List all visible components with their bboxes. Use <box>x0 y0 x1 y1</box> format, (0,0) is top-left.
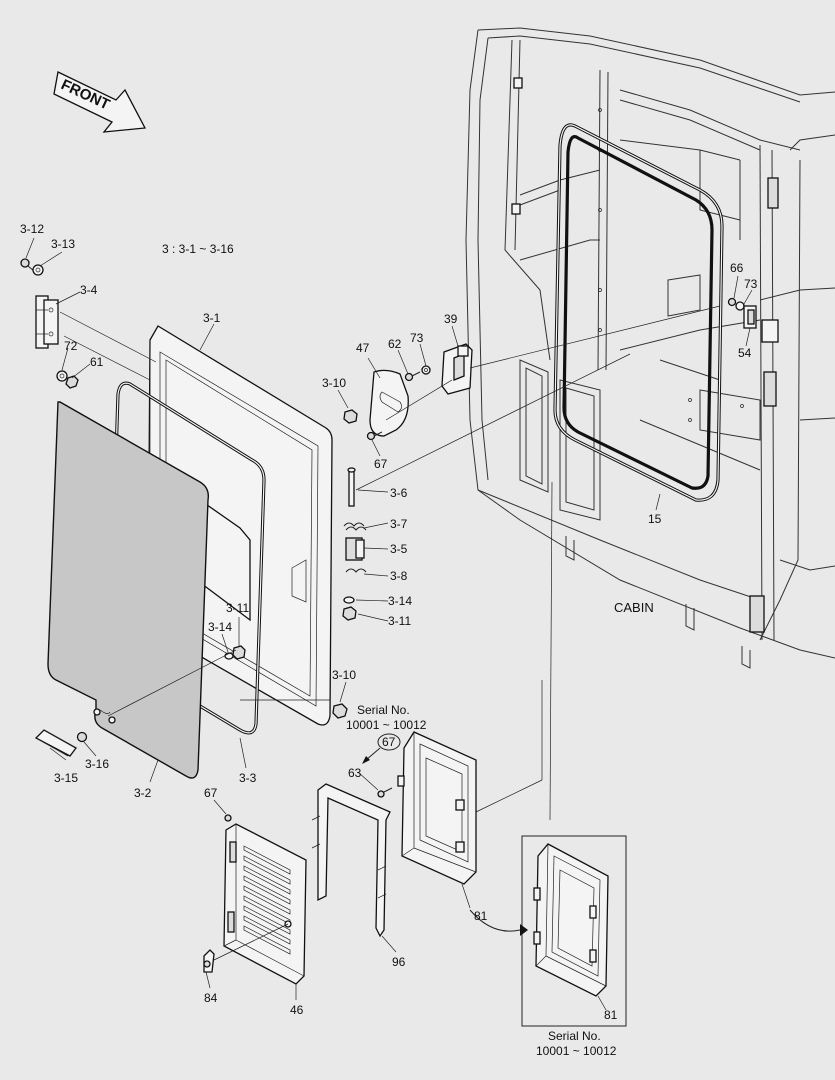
callout-67-lower: 67 <box>204 786 218 800</box>
inset-note-range: 10001 ~ 10012 <box>536 1044 617 1058</box>
latch-3-5 <box>345 537 365 561</box>
callout-3-15: 3-15 <box>54 771 78 785</box>
callout-62: 62 <box>388 337 402 351</box>
cover-plate-47 <box>369 369 409 437</box>
callout-72: 72 <box>64 339 78 353</box>
callout-66: 66 <box>730 261 744 275</box>
screw-67-lower <box>224 814 232 822</box>
callout-3-10-upper: 3-10 <box>322 376 346 390</box>
door-glass-3-2 <box>47 401 210 779</box>
door-seal-3-3 <box>108 381 266 735</box>
callout-67-upper: 67 <box>374 457 388 471</box>
screw-63 <box>377 787 393 798</box>
callout-84: 84 <box>204 991 218 1005</box>
striker-39 <box>441 343 473 395</box>
callout-3-10-lower: 3-10 <box>332 668 356 682</box>
screw-67-upper <box>366 431 383 441</box>
serial-note-title: Serial No. <box>357 703 410 717</box>
handle-3-15 <box>34 729 77 757</box>
callout-46: 46 <box>290 1003 304 1017</box>
washer-3-14-right <box>343 596 355 604</box>
washer-73-right <box>735 301 745 311</box>
bolt-62 <box>404 371 421 382</box>
callout-3-1: 3-1 <box>203 311 221 325</box>
serial-note: Serial No. 10001 ~ 10012 67 <box>346 703 427 764</box>
callout-3-7: 3-7 <box>390 517 408 531</box>
callout-3-3: 3-3 <box>239 771 257 785</box>
callout-63: 63 <box>348 766 362 780</box>
cabin-label: CABIN <box>614 600 654 615</box>
hinge-3-4 <box>35 295 59 349</box>
callout-labels: 3-12 3-13 3-4 72 61 3-1 3-10 3-6 3-7 3-5… <box>20 222 758 1022</box>
callout-47: 47 <box>356 341 370 355</box>
callout-73-left: 73 <box>410 331 424 345</box>
cabin-frame <box>465 27 835 669</box>
callout-54: 54 <box>738 346 752 360</box>
vent-cover-46 <box>223 823 307 985</box>
front-direction-arrow: FRONT <box>53 71 147 133</box>
callout-3-2: 3-2 <box>134 786 152 800</box>
callout-3-12: 3-12 <box>20 222 44 236</box>
callout-3-13: 3-13 <box>51 237 75 251</box>
washer-3-13 <box>32 264 44 276</box>
washer-72 <box>56 370 68 382</box>
nut-3-11-right <box>342 606 357 621</box>
callout-3-14-left: 3-14 <box>208 620 232 634</box>
callout-3-11-right: 3-11 <box>388 614 411 628</box>
spring-3-7 <box>343 522 367 531</box>
pin-3-6 <box>347 467 356 507</box>
storage-box-81-inset <box>533 843 609 997</box>
leader-lines <box>25 237 753 1011</box>
inset-note-title: Serial No. <box>548 1029 601 1043</box>
callout-61: 61 <box>90 355 104 369</box>
bolt-3-12 <box>20 258 35 272</box>
washer-73-left <box>421 365 431 375</box>
nut-3-10-lower <box>332 703 348 719</box>
bracket-54 <box>743 305 757 329</box>
channel-96 <box>311 783 391 938</box>
callout-3-4: 3-4 <box>80 283 98 297</box>
nut-61 <box>65 375 79 389</box>
nut-3-16 <box>76 731 88 743</box>
callout-73-right: 73 <box>744 277 758 291</box>
spring-3-8 <box>345 568 367 573</box>
serial-note-circled-ref: 67 <box>382 735 396 749</box>
callout-81-inset: 81 <box>604 1008 618 1022</box>
callout-3-16: 3-16 <box>85 757 109 771</box>
callout-39: 39 <box>444 312 458 326</box>
callout-3-5: 3-5 <box>390 542 408 556</box>
callout-3-8: 3-8 <box>390 569 408 583</box>
callout-96: 96 <box>392 955 406 969</box>
nut-3-10-upper <box>343 409 358 424</box>
inset-pointer-arrow <box>469 909 528 936</box>
bolt-66 <box>727 297 737 307</box>
callout-3-6: 3-6 <box>390 486 408 500</box>
callout-81: 81 <box>474 909 488 923</box>
nut-3-11-left <box>232 645 246 660</box>
serial-note-range: 10001 ~ 10012 <box>346 718 427 732</box>
clip-84 <box>203 949 215 973</box>
storage-box-81 <box>397 731 477 885</box>
assembly-legend: 3 : 3-1 ~ 3-16 <box>162 242 234 256</box>
door-seal-15 <box>553 123 724 502</box>
callout-3-11-left: 3-11 <box>226 601 249 615</box>
callout-15: 15 <box>648 512 662 526</box>
callout-3-14-right: 3-14 <box>388 594 412 608</box>
